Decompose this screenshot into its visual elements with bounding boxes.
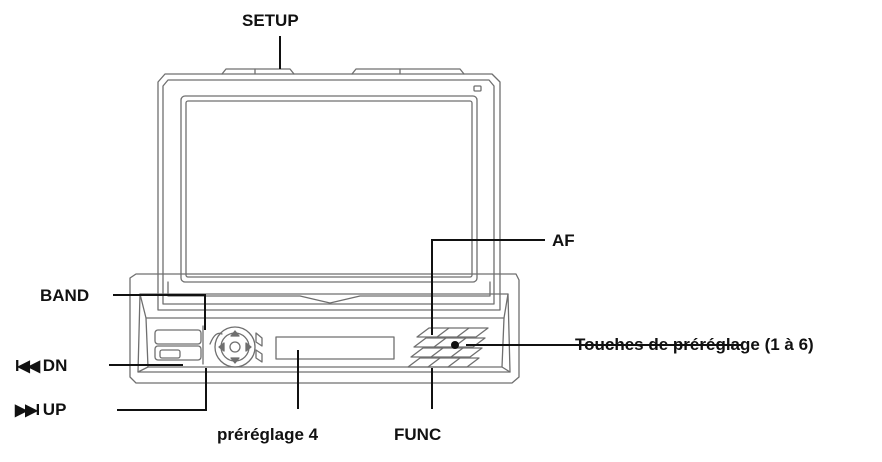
rotary-knob	[214, 326, 263, 368]
up-label: ▶▶I UP	[15, 400, 66, 421]
left-controls	[154, 325, 223, 365]
top-buttons	[221, 68, 465, 75]
monitor	[157, 73, 501, 311]
previous-track-icon: I◀◀	[15, 358, 40, 375]
leader-lines	[109, 36, 741, 411]
front-panel	[129, 273, 520, 384]
next-track-icon: ▶▶I	[15, 402, 40, 419]
band-leader	[113, 294, 206, 330]
func-label: FUNC	[394, 425, 442, 444]
preset-buttons	[407, 327, 489, 368]
up-leader	[117, 368, 207, 411]
up-text: UP	[42, 400, 67, 419]
indicator-led	[473, 85, 482, 92]
setup-label: SETUP	[242, 11, 299, 30]
dn-label: I◀◀ DN	[15, 356, 67, 377]
band-label: BAND	[40, 286, 90, 305]
af-leader	[431, 239, 545, 335]
preset4-label: préréglage 4	[217, 425, 319, 444]
presets-label: Touches de préréglage (1 à 6)	[575, 335, 814, 354]
lcd-window	[275, 336, 395, 360]
af-label: AF	[552, 231, 575, 250]
presets-pointer-dot	[451, 341, 459, 349]
dn-text: DN	[42, 356, 68, 375]
